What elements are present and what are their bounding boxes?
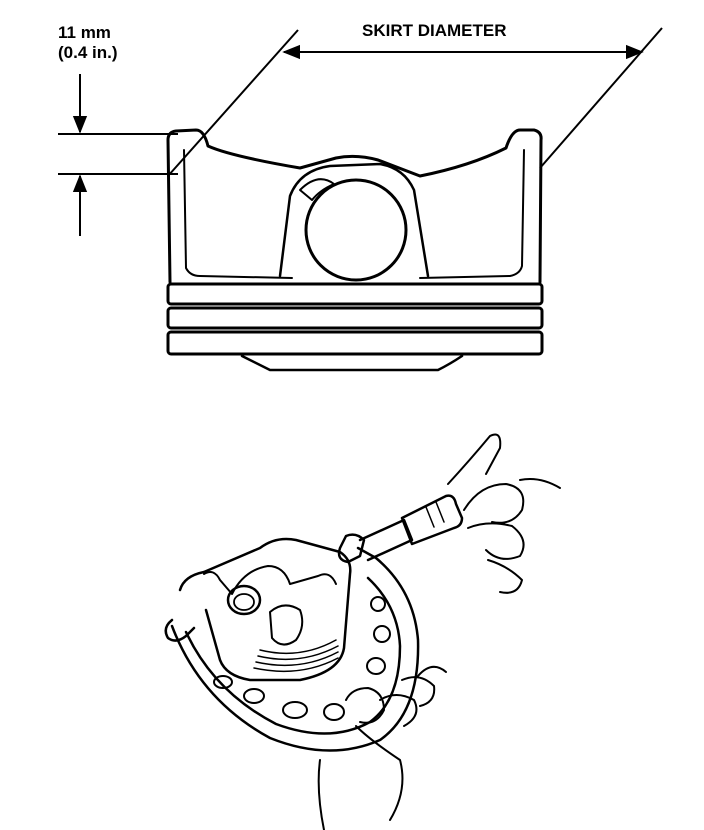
offset-inch-label: (0.4 in.) — [58, 43, 118, 62]
micrometer-thimble — [400, 494, 464, 546]
skirt-left-leader — [167, 29, 299, 177]
micrometer-anvil — [164, 618, 196, 642]
pin-boss — [278, 162, 430, 278]
frame-hole-4 — [323, 703, 345, 721]
ring-land-2 — [166, 306, 544, 330]
frame-hole-1 — [213, 675, 233, 689]
piston-side-view — [166, 128, 544, 372]
frame-hole-3 — [282, 701, 308, 719]
offset-mm-label: 11 mm — [58, 23, 111, 42]
piston-3d-rings — [253, 639, 339, 673]
piston-3d-crown — [203, 565, 337, 595]
piston-3d-pin-hole — [226, 584, 262, 616]
ring-land-1 — [166, 282, 544, 306]
frame-hole-6 — [373, 625, 391, 643]
skirt-diameter-dimension — [167, 27, 663, 177]
piston-3d-pin-hole-inner — [233, 593, 255, 611]
right-hand-fingers — [447, 433, 561, 594]
micrometer-measurement — [164, 433, 561, 830]
frame-hole-5 — [366, 657, 386, 675]
thimble-knurl-2 — [425, 506, 435, 528]
skirt-diameter-label: SKIRT DIAMETER — [362, 21, 507, 40]
piston-pin-hole — [304, 178, 408, 282]
micrometer-spindle — [337, 533, 366, 564]
piston-3d-body — [178, 537, 352, 682]
piston-bottom-dome — [240, 354, 464, 372]
skirt-right-leader — [539, 27, 663, 169]
offset-dimension — [58, 74, 178, 236]
piston-3d-boss — [269, 604, 304, 646]
frame-holes — [213, 596, 391, 721]
piston-body-outline — [166, 128, 543, 284]
piston-crown-inner — [183, 149, 525, 279]
thimble-knurl-1 — [435, 501, 445, 523]
micrometer-sleeve — [358, 518, 414, 562]
frame-hole-2 — [243, 688, 265, 704]
left-hand-fingers — [317, 665, 447, 830]
ring-land-3 — [166, 330, 544, 356]
frame-hole-7 — [370, 596, 386, 612]
micrometer-frame — [170, 546, 420, 752]
